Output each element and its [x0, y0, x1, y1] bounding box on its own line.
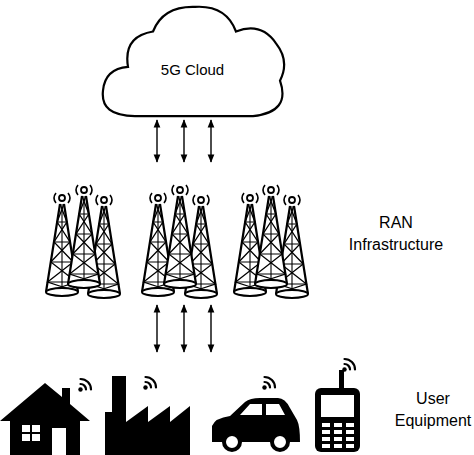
node-label: RAN Infrastructure: [340, 212, 452, 255]
phone-body: [315, 388, 360, 452]
node-label: 5G Cloud: [95, 60, 290, 80]
double-arrow: [210, 305, 211, 352]
radio-tower: [68, 185, 100, 288]
wifi-symbol: [78, 379, 91, 392]
car-icon: [212, 377, 300, 450]
wifi-symbol: [342, 359, 355, 372]
tower-group: [46, 185, 120, 298]
node-label: User Equipment: [392, 388, 474, 431]
house-door: [52, 428, 66, 455]
car-wheel: [224, 434, 240, 450]
house-icon: [0, 379, 91, 455]
phone-keypad: [322, 423, 354, 448]
layer-group: User Equipment: [0, 352, 474, 455]
wifi-symbol: [262, 377, 275, 390]
house-window: [22, 425, 40, 441]
double-arrow: [156, 120, 157, 162]
car-wheel: [272, 434, 288, 450]
double-arrow: [156, 305, 157, 352]
wifi-symbol: [143, 377, 156, 390]
phone-screen: [321, 395, 354, 417]
radio-tower: [164, 185, 196, 288]
radio-tower: [255, 185, 287, 288]
factory-shape: [105, 376, 190, 455]
double-arrow: [210, 120, 211, 162]
factory-icon: [105, 376, 190, 455]
window-frame: [22, 425, 40, 441]
tower-group: [234, 185, 308, 298]
car-window: [240, 404, 285, 415]
double-arrow: [183, 305, 184, 352]
tower-group: [142, 185, 217, 298]
phone-icon: [315, 359, 360, 452]
layer-group: RAN Infrastructure: [40, 162, 474, 305]
cloud-node: 5G Cloud: [95, 2, 290, 120]
double-arrow: [183, 120, 184, 162]
house-shape: [0, 383, 90, 455]
